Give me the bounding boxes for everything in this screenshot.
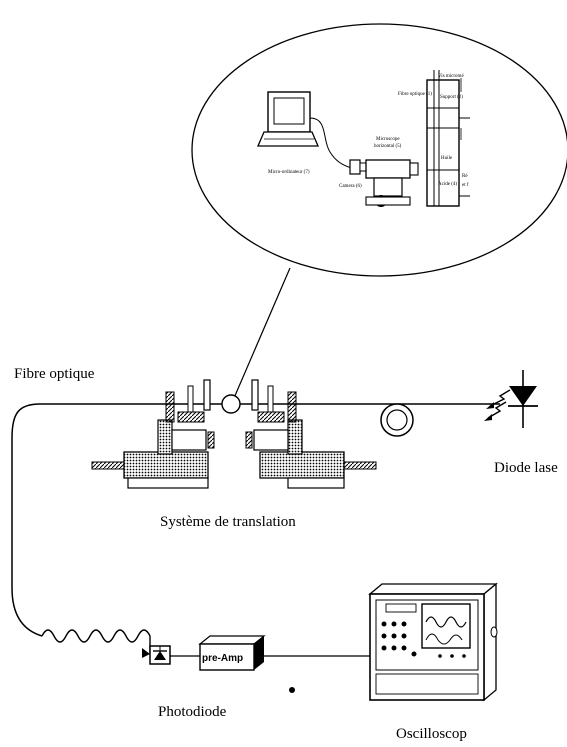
oscilloscope-icon (368, 582, 498, 702)
fibre-splice-circle (221, 394, 241, 414)
preamp-box (198, 635, 266, 671)
inset-support-label: Support (2) (440, 95, 463, 100)
label-fibre-optique: Fibre optique (14, 366, 95, 382)
laser-diode-icon (508, 370, 538, 428)
stray-dot (289, 687, 295, 693)
microscope-icon (365, 159, 419, 207)
inset-huile-label: Huile (441, 156, 453, 161)
computer-icon (257, 91, 319, 147)
label-photodiode: Photodiode (158, 704, 227, 720)
translation-stage-left (91, 379, 215, 489)
beaker-icon (426, 70, 470, 207)
inset-cable (309, 117, 353, 169)
inset-rig-label-b: et f (462, 183, 469, 188)
inset-camera-label: Camera (6) (339, 184, 362, 189)
inset-microscope-label-1: Microscope (376, 137, 400, 142)
preamp-label: pre-Amp (202, 653, 243, 664)
photodiode-icon (149, 645, 171, 665)
label-systeme-translation: Système de translation (160, 514, 296, 530)
inset-fibre-label: Fibre optique (1) (398, 92, 432, 97)
inset-microscope-label-2: horizontal (5) (374, 144, 402, 149)
inset-computer-label: Micro-ordinateur (7) (268, 170, 310, 175)
label-oscilloscope: Oscilloscop (396, 726, 467, 742)
inset-acide-label: Acide (4) (438, 182, 457, 187)
inset-vis-label: Vis micromé (438, 74, 464, 79)
inset-ellipse (191, 23, 567, 277)
fibre-coil-icon (380, 403, 414, 437)
optical-fibre (11, 403, 500, 658)
inset-rig-label-a: Ré (462, 174, 468, 179)
light-emission-arrows-icon (484, 389, 511, 421)
translation-stage-right (245, 379, 377, 489)
label-diode-laser: Diode lase (494, 460, 558, 476)
camera-icon (349, 159, 367, 175)
connector-line (233, 267, 291, 399)
